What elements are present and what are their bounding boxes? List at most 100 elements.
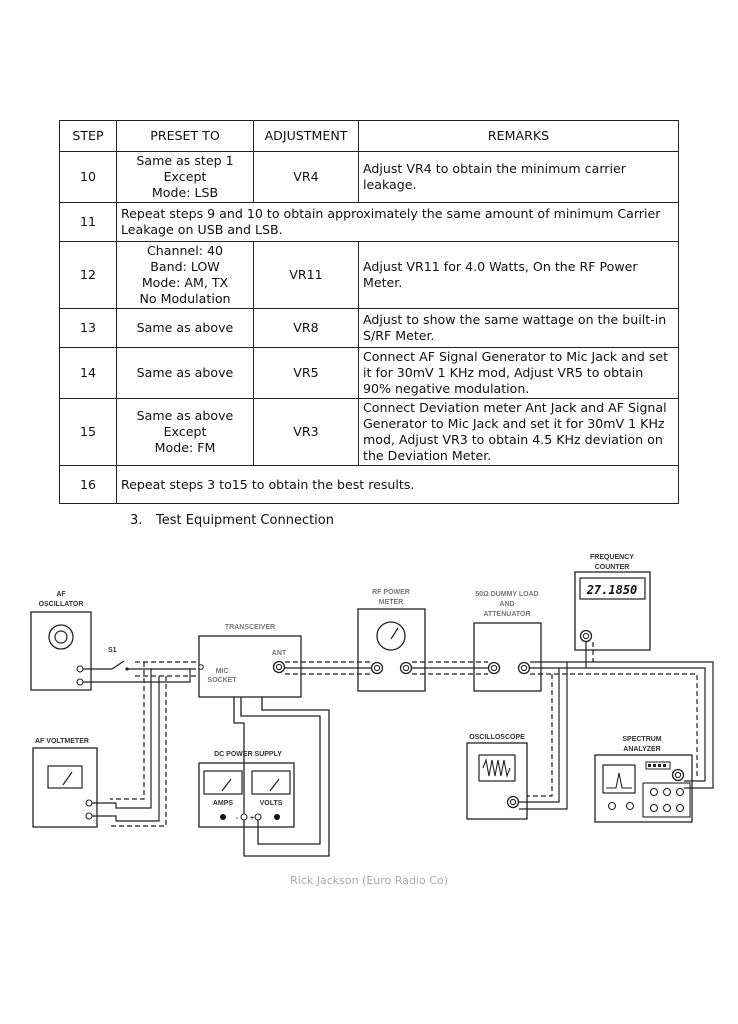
step-cell: 12 [59, 241, 117, 309]
rf-meter-in-jack-icon [370, 661, 384, 675]
oscilloscope: OSCILLOSCOPE [466, 734, 528, 820]
freq-counter-label-1: FREQUENCY [590, 554, 634, 561]
ant-label: ANT [272, 650, 287, 657]
preset-cell: Same as above Except Mode: FM [116, 398, 254, 466]
freq-counter-jack-icon [579, 629, 593, 643]
af-voltmeter: AF VOLTMETER [32, 738, 98, 828]
preset-line: Channel: 40 [147, 243, 223, 258]
table-row: 13 Same as above VR8 Adjust to show the … [59, 308, 679, 348]
volts-label: VOLTS [260, 800, 283, 807]
section-number: 3. [130, 513, 143, 528]
header-preset: PRESET TO [116, 120, 254, 152]
preset-line: Same as above [136, 365, 234, 380]
table-row: 10 Same as step 1 Except Mode: LSB VR4 A… [59, 151, 679, 203]
coax-cable-ant [285, 661, 371, 675]
preset-line: Mode: FM [154, 440, 216, 455]
meter-dial-icon [376, 621, 406, 651]
dummy-out-jack-icon [517, 661, 531, 675]
preset-line: Band: LOW [150, 259, 220, 274]
dc-power-label: DC POWER SUPPLY [214, 751, 282, 758]
af-oscillator-label-1: AF [56, 591, 66, 598]
step-cell: 13 [59, 308, 117, 348]
mic-socket-label-2: SOCKET [207, 677, 237, 684]
preset-line: No Modulation [139, 291, 231, 306]
coax-cable-mic [92, 661, 196, 827]
section-title: Test Equipment Connection [156, 513, 334, 528]
adjustment-cell: VR5 [253, 347, 359, 399]
preset-line: Same as step 1 [136, 153, 234, 168]
header-adjustment: ADJUSTMENT [253, 120, 359, 152]
preset-cell: Same as above [116, 308, 254, 348]
volts-meter-icon [251, 770, 291, 795]
mic-socket-label-1: MIC [216, 668, 229, 675]
spectrum-label-1: SPECTRUM [622, 736, 661, 743]
coax-cable-measure [519, 642, 714, 810]
minus-label: - [236, 815, 239, 822]
preset-line: Except [163, 169, 207, 184]
dummy-load-label-3: ATTENUATOR [483, 611, 530, 618]
dummy-in-jack-icon [487, 661, 501, 675]
frequency-counter: FREQUENCY COUNTER 27.1850 [574, 554, 651, 651]
step-cell: 11 [59, 202, 117, 242]
preset-cell: Channel: 40 Band: LOW Mode: AM, TX No Mo… [116, 241, 254, 309]
coax-cable-load [412, 661, 488, 675]
preset-line: Mode: LSB [151, 185, 219, 200]
spectrum-label-2: ANALYZER [623, 746, 660, 753]
amps-label: AMPS [213, 800, 234, 807]
preset-line: Except [163, 424, 207, 439]
rf-power-meter: RF POWER METER [357, 589, 426, 692]
freq-counter-label-2: COUNTER [595, 564, 630, 571]
step-cell: 10 [59, 151, 117, 203]
meter-icon [47, 765, 83, 789]
spectrum-analyzer: SPECTRUM ANALYZER [594, 736, 693, 823]
preset-cell: Same as above [116, 347, 254, 399]
remarks-cell: Adjust to show the same wattage on the b… [358, 308, 679, 348]
adjustment-cell: VR4 [253, 151, 359, 203]
af-voltmeter-label: AF VOLTMETER [35, 738, 89, 745]
adjustment-cell: VR8 [253, 308, 359, 348]
rf-meter-label-1: RF POWER [372, 589, 410, 596]
step-cell: 15 [59, 398, 117, 466]
dummy-load: 50Ω DUMMY LOAD AND ATTENUATOR [473, 591, 542, 692]
transceiver: TRANSCEIVER MIC SOCKET ANT [198, 624, 302, 698]
af-oscillator-label-2: OSCILLATOR [39, 601, 84, 608]
remarks-cell: Adjust VR11 for 4.0 Watts, On the RF Pow… [358, 241, 679, 309]
merged-cell: Repeat steps 9 and 10 to obtain approxim… [116, 202, 679, 242]
table-row: 16 Repeat steps 3 to15 to obtain the bes… [59, 465, 679, 504]
step-cell: 14 [59, 347, 117, 399]
amps-meter-icon [203, 770, 243, 795]
step-cell: 16 [59, 465, 117, 504]
merged-cell: Repeat steps 3 to15 to obtain the best r… [116, 465, 679, 504]
transceiver-label: TRANSCEIVER [225, 624, 275, 631]
header-remarks: REMARKS [358, 120, 679, 152]
credit-text: Rick Jackson (Euro Radio Co) [290, 874, 448, 887]
plus-label: + [250, 815, 254, 822]
preset-line: Mode: AM, TX [141, 275, 229, 290]
header-step: STEP [59, 120, 117, 152]
switch-label: S1 [108, 647, 117, 654]
dc-power-supply: DC POWER SUPPLY AMPS VOLTS - + [198, 751, 295, 828]
rf-meter-label-2: METER [379, 599, 404, 606]
preset-cell: Same as step 1 Except Mode: LSB [116, 151, 254, 203]
oscilloscope-label: OSCILLOSCOPE [469, 734, 525, 741]
remarks-cell: Connect Deviation meter Ant Jack and AF … [358, 398, 679, 466]
frequency-display: 27.1850 [586, 583, 638, 597]
adjustment-cell: VR3 [253, 398, 359, 466]
remarks-cell: Connect AF Signal Generator to Mic Jack … [358, 347, 679, 399]
remarks-cell: Adjust VR4 to obtain the minimum carrier… [358, 151, 679, 203]
table-row: 12 Channel: 40 Band: LOW Mode: AM, TX No… [59, 241, 679, 309]
preset-line: Same as above [136, 408, 234, 423]
table-header-row: STEP PRESET TO ADJUSTMENT REMARKS [59, 120, 679, 152]
table-row: 15 Same as above Except Mode: FM VR3 Con… [59, 398, 679, 466]
dummy-load-label-1: 50Ω DUMMY LOAD [475, 591, 538, 598]
rf-meter-out-jack-icon [399, 661, 413, 675]
spectrum-jack-icon [671, 768, 685, 782]
dc-wires [233, 697, 330, 857]
table-row: 14 Same as above VR5 Connect AF Signal G… [59, 347, 679, 399]
preset-line: Same as above [136, 320, 234, 335]
connection-diagram: AF OSCILLATOR S1 TRANSCEIVER MIC SOCKET … [30, 554, 714, 857]
table-row: 11 Repeat steps 9 and 10 to obtain appro… [59, 202, 679, 242]
af-oscillator: AF OSCILLATOR [30, 591, 92, 691]
dummy-load-label-2: AND [499, 601, 514, 608]
section-heading: 3. Test Equipment Connection [130, 513, 334, 528]
